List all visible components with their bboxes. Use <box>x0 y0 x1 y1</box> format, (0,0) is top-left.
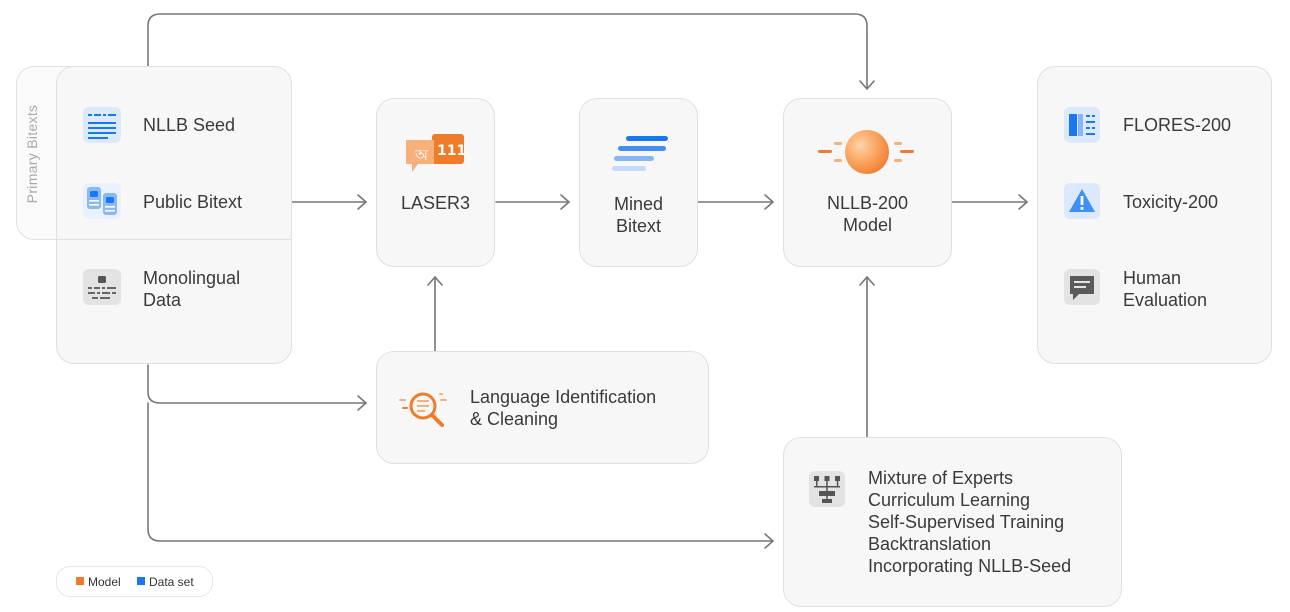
mined-bitext-box <box>579 98 698 267</box>
nllb-200-model-box <box>783 98 952 267</box>
laser3-icon: অ 111 <box>406 134 466 172</box>
nllb-seed-label: NLLB Seed <box>143 115 236 135</box>
toxicity-200-label: Toxicity-200 <box>1123 192 1219 212</box>
arrow-sources-to-lid <box>147 364 367 404</box>
legend-dataset-label: Data set <box>149 575 194 589</box>
laser3-icon-text: 111 <box>437 143 466 159</box>
language-identification-box <box>376 351 709 464</box>
toxicity-warning-icon <box>1064 183 1100 219</box>
technique-item: Mixture of Experts <box>868 468 1014 488</box>
mined-bitext-label: Mined Bitext <box>613 194 664 236</box>
technique-item: Curriculum Learning <box>868 490 1031 510</box>
laser3-box <box>376 98 495 267</box>
legend: Model Data set <box>56 566 213 597</box>
legend-model-label: Model <box>88 575 121 589</box>
arrow-sources-to-model-top <box>147 13 868 89</box>
public-bitext-icon <box>83 183 121 219</box>
mined-bitext-icon <box>612 136 668 171</box>
monolingual-data-label: Monolingual Data <box>143 268 241 310</box>
network-hierarchy-icon <box>809 471 845 507</box>
laser3-icon-glyph: অ <box>414 146 429 164</box>
flores-200-label: FLORES-200 <box>1123 115 1232 135</box>
arrow-sources-to-techniques <box>147 402 774 542</box>
nllb-seed-icon <box>83 107 121 143</box>
magnifier-icon <box>399 392 447 427</box>
flores-200-icon <box>1064 107 1100 143</box>
nllb-200-model-label: NLLB-200 Model <box>826 193 909 235</box>
laser3-label: LASER3 <box>400 193 471 213</box>
legend-dataset-swatch <box>137 577 145 585</box>
training-techniques-list: Mixture of Experts Curriculum Learning S… <box>868 467 1071 577</box>
technique-item: Backtranslation <box>868 534 992 554</box>
primary-bitexts-label: Primary Bitexts <box>24 104 40 204</box>
technique-item: Incorporating NLLB-Seed <box>868 556 1072 576</box>
data-sources-divider <box>56 239 292 240</box>
training-techniques-box <box>783 437 1122 607</box>
model-sphere-icon <box>818 130 914 174</box>
human-evaluation-label: Human Evaluation <box>1123 268 1208 310</box>
monolingual-data-icon <box>83 269 121 305</box>
language-identification-label: Language Identification & Cleaning <box>470 387 657 429</box>
human-evaluation-chat-icon <box>1064 269 1100 305</box>
public-bitext-label: Public Bitext <box>143 192 243 212</box>
technique-item: Self-Supervised Training <box>868 512 1065 532</box>
legend-model-swatch <box>76 577 84 585</box>
